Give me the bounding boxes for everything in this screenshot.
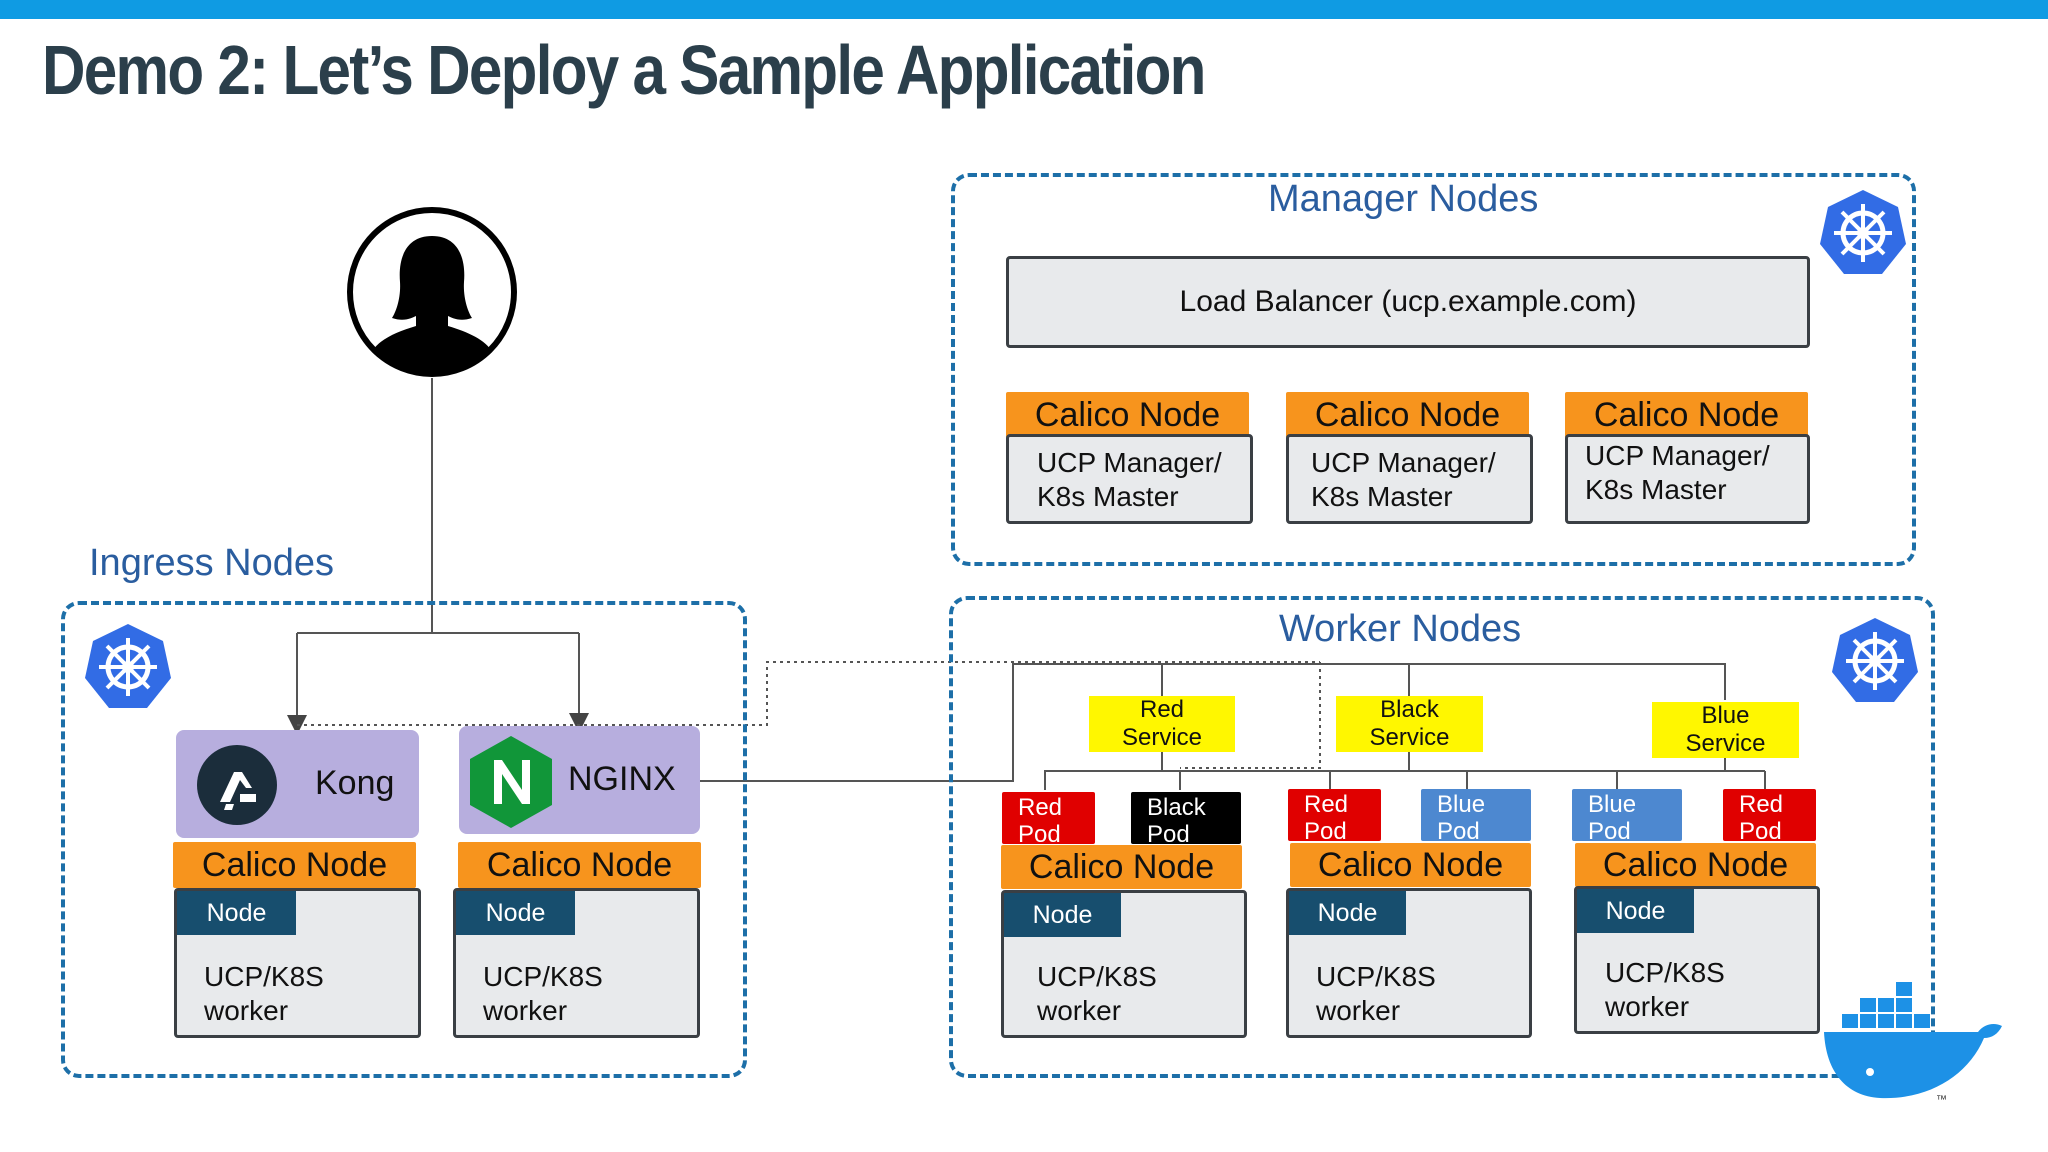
manager-node-box bbox=[1565, 434, 1810, 524]
worker-node-text: UCP/K8S worker bbox=[1605, 957, 1725, 1022]
calico-node-label: Calico Node bbox=[1575, 843, 1816, 887]
red-pod: Red Pod bbox=[1002, 792, 1095, 848]
trademark-mark: ™ bbox=[1936, 1094, 1947, 1106]
worker-nodes-region bbox=[949, 596, 1935, 1078]
blue-pod: Blue Pod bbox=[1421, 789, 1531, 845]
nginx-label: NGINX bbox=[568, 760, 676, 798]
kong-label: Kong bbox=[315, 764, 395, 802]
calico-node-label: Calico Node bbox=[1286, 392, 1529, 438]
red-pod: Red Pod bbox=[1288, 789, 1381, 845]
kubernetes-wheel-icon bbox=[83, 622, 173, 710]
kong-logo-icon bbox=[196, 744, 278, 826]
calico-node-label: Calico Node bbox=[1290, 843, 1531, 887]
calico-node-label: Calico Node bbox=[1565, 392, 1808, 438]
user-silhouette-icon bbox=[346, 206, 518, 378]
blue-service-box: Blue Service bbox=[1652, 702, 1799, 758]
node-tab: Node bbox=[1289, 891, 1406, 935]
manager-node-box bbox=[1286, 434, 1533, 524]
red-pod: Red Pod bbox=[1723, 789, 1816, 845]
node-tab: Node bbox=[1577, 889, 1694, 933]
ingress-node-text: UCP/K8S worker bbox=[483, 961, 603, 1026]
black-service-box: Black Service bbox=[1336, 696, 1483, 752]
top-accent-bar bbox=[0, 0, 2048, 19]
worker-node-text: UCP/K8S worker bbox=[1037, 961, 1157, 1026]
worker-node-text: UCP/K8S worker bbox=[1316, 961, 1436, 1026]
manager-node-text: UCP Manager/ K8s Master bbox=[1037, 447, 1222, 512]
worker-nodes-label: Worker Nodes bbox=[1279, 608, 1522, 650]
ingress-node-text: UCP/K8S worker bbox=[204, 961, 324, 1026]
slide-title: Demo 2: Let’s Deploy a Sample Applicatio… bbox=[42, 31, 1206, 109]
manager-node-text: UCP Manager/ K8s Master bbox=[1585, 440, 1770, 505]
manager-nodes-label: Manager Nodes bbox=[1268, 178, 1539, 220]
node-tab: Node bbox=[1004, 893, 1121, 937]
node-tab: Node bbox=[177, 891, 296, 935]
load-balancer-box: Load Balancer (ucp.example.com) bbox=[1006, 256, 1810, 348]
calico-node-label: Calico Node bbox=[458, 842, 701, 888]
worker-node-box bbox=[1574, 886, 1820, 1034]
docker-whale-icon bbox=[1818, 976, 2004, 1106]
calico-node-label: Calico Node bbox=[173, 842, 416, 888]
nginx-logo-icon bbox=[468, 734, 554, 830]
calico-node-label: Calico Node bbox=[1001, 845, 1242, 889]
red-service-box: Red Service bbox=[1089, 696, 1235, 752]
kubernetes-wheel-icon bbox=[1818, 188, 1908, 276]
calico-node-label: Calico Node bbox=[1006, 392, 1249, 438]
manager-nodes-region bbox=[951, 173, 1916, 566]
black-pod: Black Pod bbox=[1131, 792, 1241, 848]
manager-node-text: UCP Manager/ K8s Master bbox=[1311, 447, 1496, 512]
node-tab: Node bbox=[456, 891, 575, 935]
blue-pod: Blue Pod bbox=[1572, 789, 1682, 845]
ingress-nodes-region bbox=[61, 601, 747, 1078]
manager-node-box bbox=[1006, 434, 1253, 524]
ingress-nodes-label: Ingress Nodes bbox=[89, 542, 335, 584]
kubernetes-wheel-icon bbox=[1830, 616, 1920, 704]
